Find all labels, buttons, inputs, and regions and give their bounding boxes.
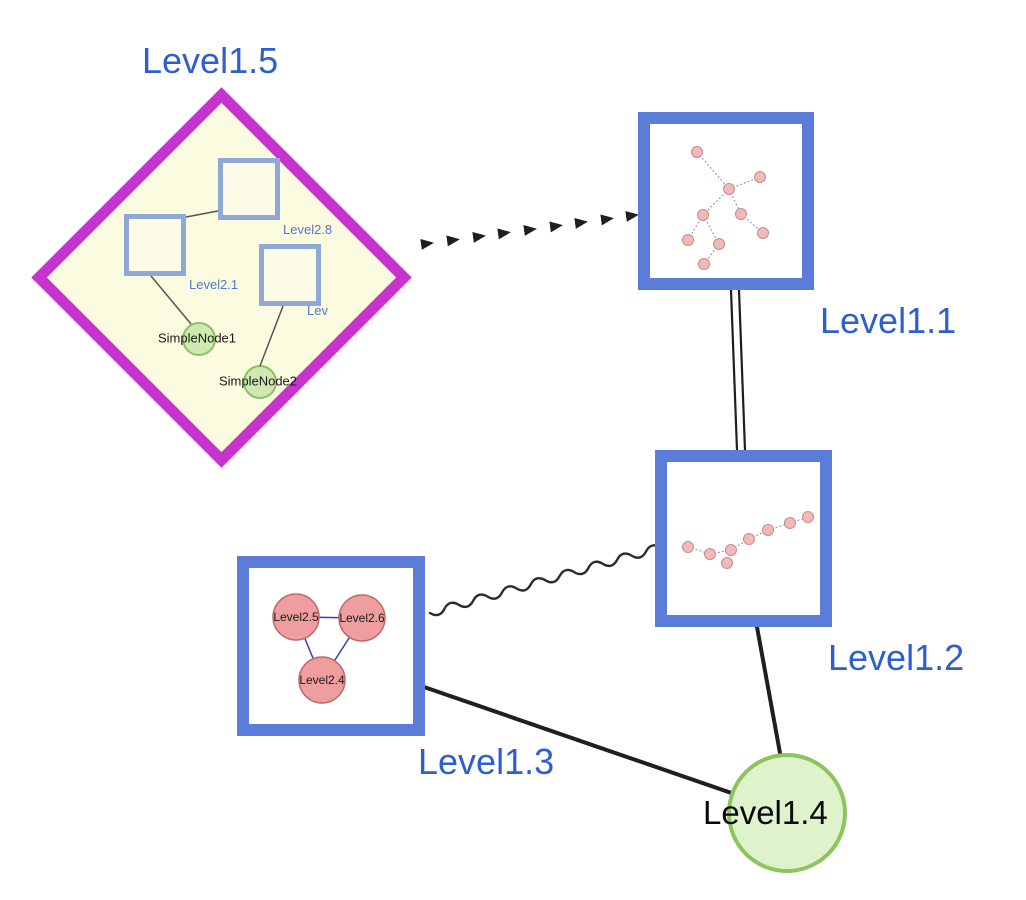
node-level21-square[interactable]: [124, 214, 186, 276]
node-level13-label: Level1.3: [418, 741, 555, 782]
node-level14-circle[interactable]: [727, 753, 847, 873]
edge-level11-level12[interactable]: [729, 289, 747, 451]
node-level12-label: Level1.2: [828, 637, 965, 678]
edge-level12-level14[interactable]: [755, 625, 786, 777]
node-level2x-square[interactable]: [259, 244, 321, 306]
edge-level13-level14[interactable]: [422, 685, 777, 810]
node-level2x-label: Lev: [307, 303, 328, 318]
node-simplenode1[interactable]: [182, 322, 216, 356]
node-level21-label: Level2.1: [189, 277, 239, 292]
node-level11-label: Level1.1: [820, 300, 957, 341]
node-level28-square[interactable]: [218, 158, 280, 220]
node-simplenode2-label: SimpleNode2: [218, 373, 298, 389]
edge-level15-level11[interactable]: [402, 211, 639, 250]
node-level13-box[interactable]: [237, 556, 425, 736]
edge-level13-level12[interactable]: [428, 544, 662, 617]
node-level15-label: Level1.5: [142, 40, 279, 81]
node-level11-box[interactable]: [638, 112, 814, 290]
node-level12-box[interactable]: [655, 450, 832, 627]
node-simplenode1-label: SimpleNode1: [157, 330, 237, 346]
node-level28-label: Level2.8: [283, 222, 333, 237]
node-level14-label: Level1.4: [703, 794, 828, 831]
